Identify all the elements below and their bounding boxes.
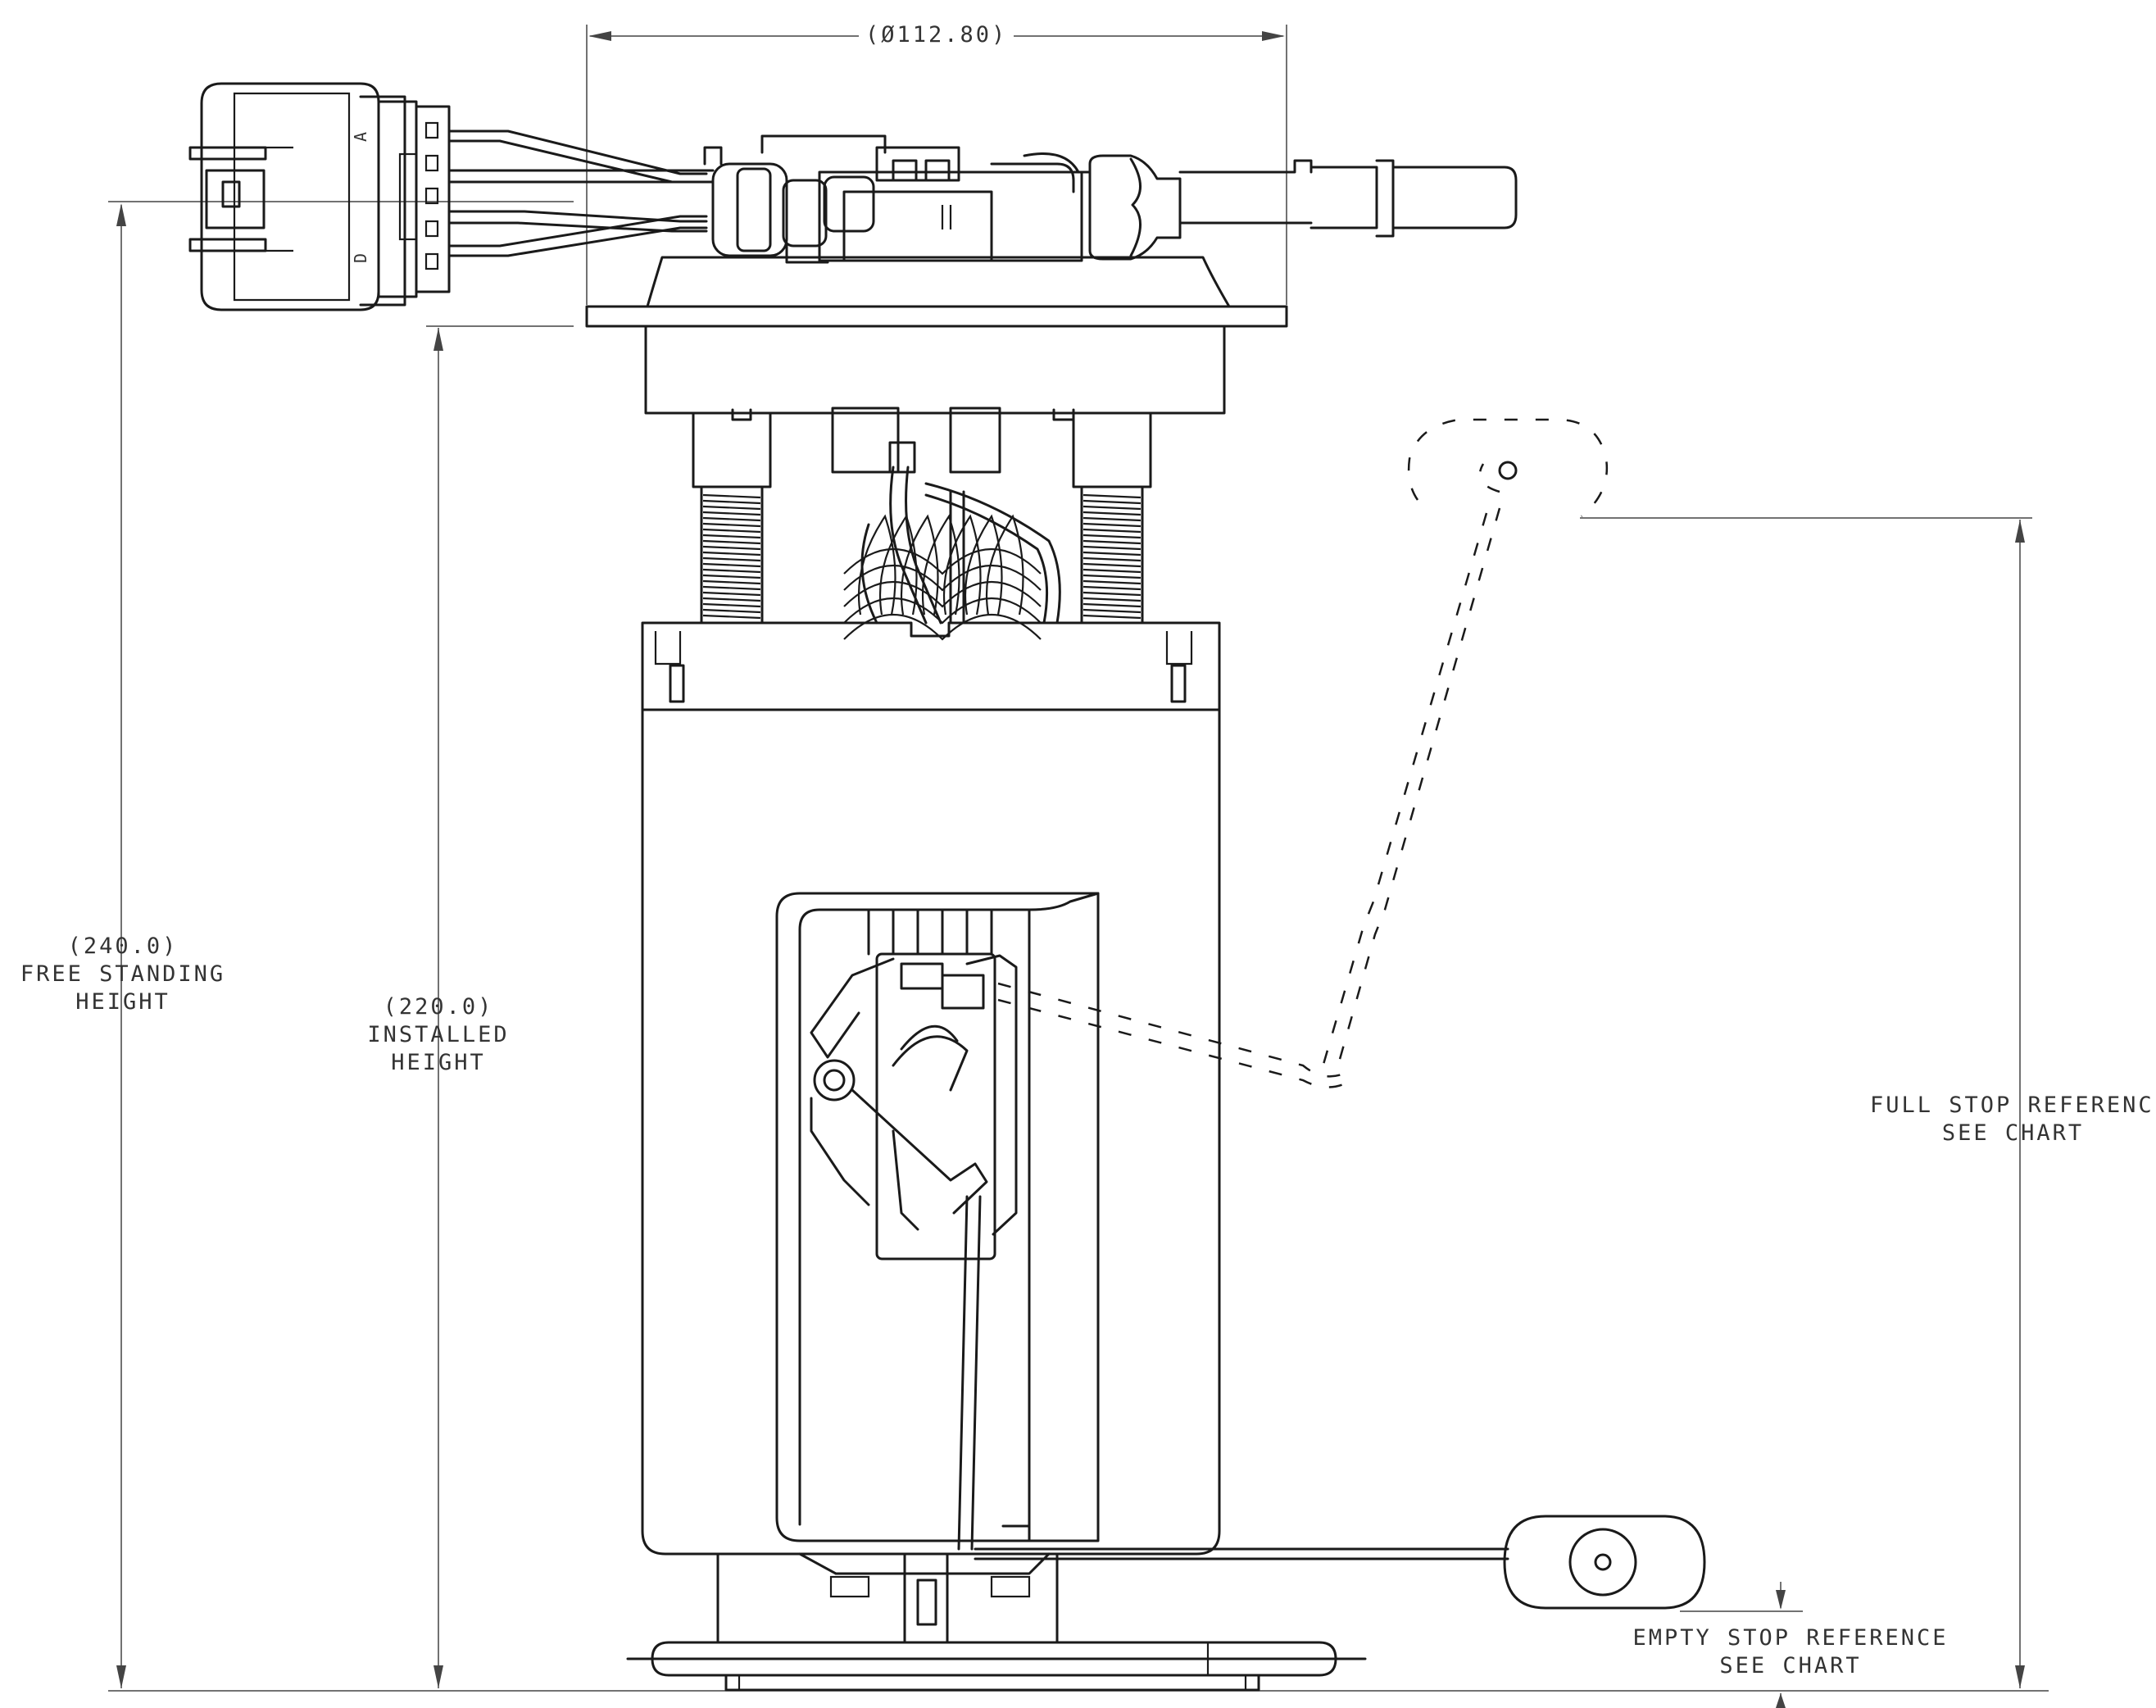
level-sender bbox=[810, 908, 1031, 1551]
connector-pin-d-label: D bbox=[351, 252, 371, 264]
empty-stop-line1: EMPTY STOP REFERENCE bbox=[1632, 1625, 1949, 1651]
installed-line1: INSTALLED bbox=[367, 1022, 510, 1047]
full-stop-reference-dimension bbox=[1580, 517, 2032, 1688]
bottom-base bbox=[626, 1552, 1367, 1692]
full-stop-line2: SEE CHART bbox=[1941, 1120, 2085, 1146]
connector-pin-a-label: A bbox=[351, 131, 371, 143]
float-arm-full-position bbox=[997, 418, 1609, 1088]
full-stop-reference-label: FULL STOP REFERENCE SEE CHART bbox=[1870, 1092, 2156, 1147]
diameter-label: (Ø112.80) bbox=[859, 21, 1014, 49]
empty-stop-reference-label: EMPTY STOP REFERENCE SEE CHART bbox=[1623, 1624, 1959, 1680]
electrical-connector bbox=[188, 82, 451, 311]
left-spring bbox=[702, 493, 761, 620]
reservoir-bucket bbox=[641, 621, 1221, 1556]
hose-convolutions bbox=[843, 514, 1042, 641]
free-standing-height-label: (240.0) FREE STANDING HEIGHT bbox=[16, 933, 229, 1016]
float-arm-empty-position bbox=[974, 1515, 1706, 1610]
diameter-dimension bbox=[586, 25, 1287, 305]
free-standing-line1: FREE STANDING bbox=[20, 961, 226, 987]
flange-plate bbox=[585, 256, 1288, 415]
free-standing-value: (240.0) bbox=[67, 933, 179, 959]
installed-height-dimension bbox=[426, 325, 574, 1688]
full-stop-line1: FULL STOP REFERENCE bbox=[1870, 1092, 2156, 1118]
installed-line2: HEIGHT bbox=[391, 1050, 486, 1075]
free-standing-height-dimension bbox=[108, 201, 574, 1688]
flange-top-components bbox=[703, 134, 1518, 264]
empty-stop-line2: SEE CHART bbox=[1719, 1653, 1862, 1678]
free-standing-line2: HEIGHT bbox=[75, 989, 170, 1015]
installed-height-label: (220.0) INSTALLED HEIGHT bbox=[352, 993, 524, 1077]
right-spring bbox=[1083, 493, 1142, 620]
installed-value: (220.0) bbox=[383, 994, 494, 1020]
pump-top-hoses bbox=[831, 407, 1061, 625]
connector-wires bbox=[447, 129, 715, 257]
empty-stop-reference-dimension bbox=[1680, 1582, 1803, 1708]
